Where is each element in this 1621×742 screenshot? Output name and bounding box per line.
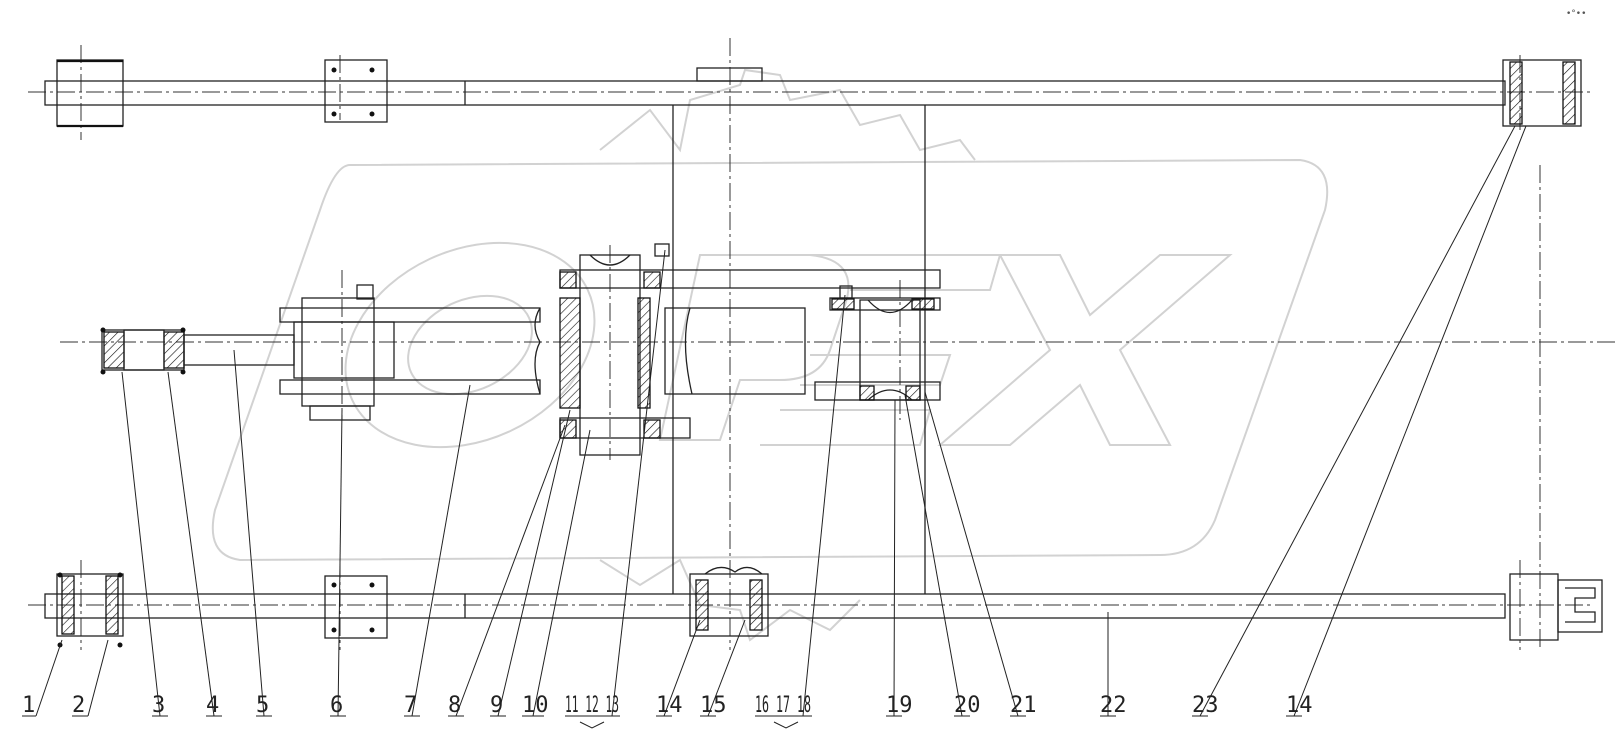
callout-11-13: 11 12 13 xyxy=(565,693,619,718)
right-pin-block xyxy=(829,285,941,401)
callout-3: 3 xyxy=(152,693,165,718)
central-pin-block xyxy=(559,243,941,456)
callout-1: 1 xyxy=(22,693,35,718)
bottom-rail xyxy=(44,566,1603,648)
callout-19: 19 xyxy=(886,693,913,718)
callout-22: 22 xyxy=(1100,693,1127,718)
callout-7: 7 xyxy=(404,693,417,718)
frame-verticals xyxy=(672,105,926,594)
corner-mark: •°•• xyxy=(1566,9,1586,19)
callout-16-18: 16 17 18 xyxy=(755,693,811,718)
callout-8: 8 xyxy=(448,693,461,718)
callout-23: 23 xyxy=(1192,693,1219,718)
callout-20: 20 xyxy=(954,693,981,718)
callout-leaders xyxy=(22,125,1527,729)
callout-21: 21 xyxy=(1010,693,1037,718)
callout-labels: 1 2 3 4 5 6 7 8 9 10 11 12 13 14 15 16 1… xyxy=(22,693,1313,718)
callout-2: 2 xyxy=(72,693,85,718)
callout-9: 9 xyxy=(490,693,503,718)
centerlines xyxy=(28,38,1618,650)
cylinder-rod-assembly xyxy=(100,284,541,421)
top-rail xyxy=(44,59,1582,128)
callout-15: 15 xyxy=(700,693,727,718)
callout-10: 10 xyxy=(522,693,549,718)
watermark-logo xyxy=(211,68,1329,642)
callout-14-right: 14 xyxy=(1286,693,1313,718)
callout-5: 5 xyxy=(256,693,269,718)
callout-4: 4 xyxy=(206,693,219,718)
callout-14: 14 xyxy=(656,693,683,718)
callout-6: 6 xyxy=(330,693,343,718)
